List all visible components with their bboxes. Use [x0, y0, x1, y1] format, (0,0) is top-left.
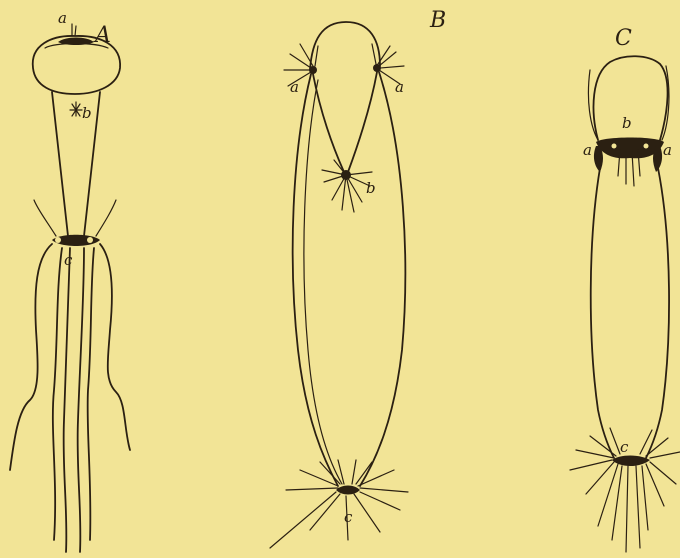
panel-a-pole-c: [34, 200, 116, 246]
panel-a-label-a: a: [58, 9, 67, 27]
panel-b-label-b: b: [366, 179, 376, 197]
panel-b-outer-loop: [293, 72, 406, 486]
panel-c-label-c: c: [620, 438, 629, 456]
panel-b-pole-b: [322, 160, 372, 212]
panel-b-label-a-right: a: [395, 78, 404, 96]
panel-c-title: C: [615, 26, 632, 51]
panel-c-label-a-left: a: [583, 141, 592, 159]
panel-c: C a b a c: [570, 26, 680, 552]
panel-b-title: B: [429, 8, 446, 33]
panel-a-pole-b: [70, 102, 82, 116]
panel-c-pole-ab: [594, 138, 664, 187]
panel-c-label-a-right: a: [663, 141, 672, 159]
panel-b: B a a b c: [270, 8, 446, 548]
panel-b-pole-c: [270, 460, 408, 548]
panel-a-label-b: b: [82, 104, 92, 122]
panel-b-top-loop: [310, 22, 380, 70]
panel-c-body: [591, 168, 669, 458]
panel-b-label-c: c: [344, 508, 353, 526]
panel-a-tails: [10, 244, 130, 552]
panel-a: A a b c: [10, 9, 130, 552]
panel-b-inner-spindle: [313, 72, 377, 172]
panel-a-pole-a: [58, 24, 94, 45]
panel-c-label-b: b: [622, 114, 632, 132]
